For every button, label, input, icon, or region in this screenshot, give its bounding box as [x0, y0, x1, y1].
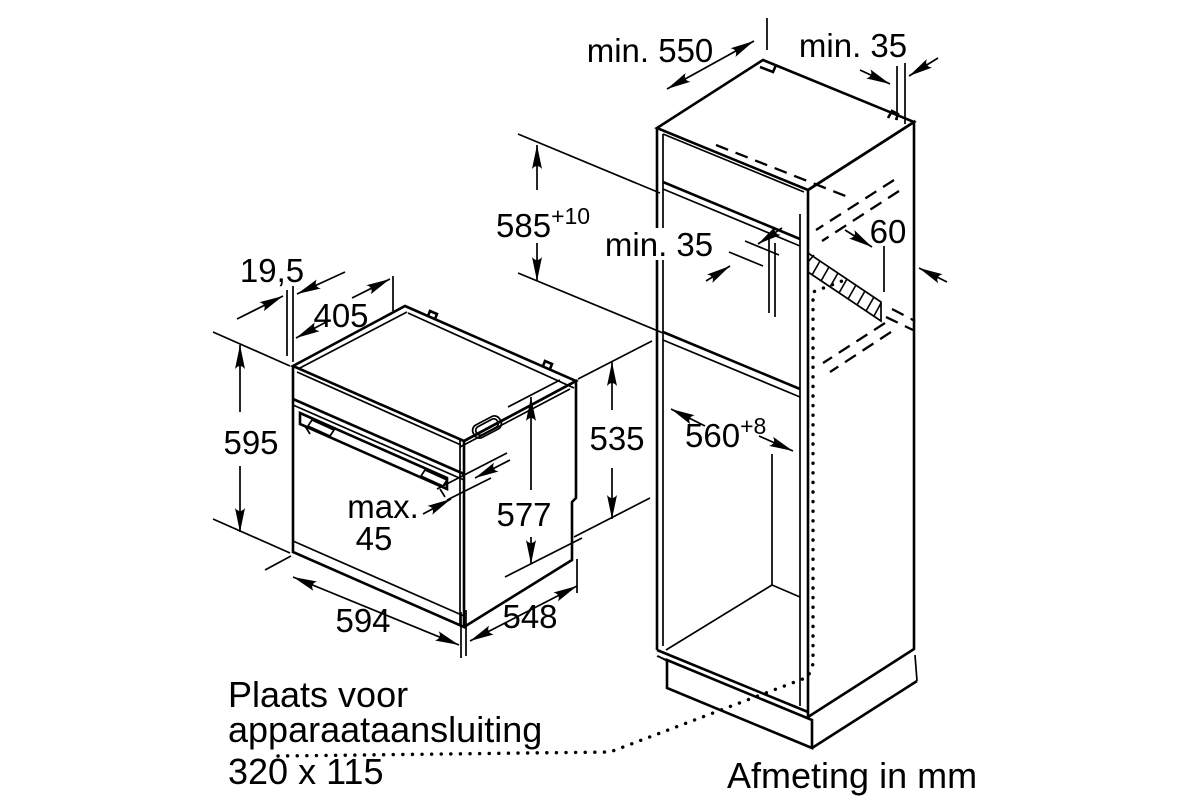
vent-hatch-strip: [807, 251, 882, 323]
dim-handle-clearance: [422, 452, 511, 515]
dim-niche-depth: [670, 408, 794, 452]
dim-vent-width: [844, 229, 885, 292]
units-note: Afmeting in mm: [727, 755, 977, 796]
dim-rear-shelf-gap: [705, 226, 783, 283]
label-oven-width: 594: [335, 602, 390, 639]
label-vent-width: 60: [870, 213, 907, 250]
dim-top-depth: [666, 18, 768, 90]
connection-note-line1: Plaats voor: [228, 674, 408, 715]
dim-niche-height: [517, 133, 664, 334]
connection-note-line2: apparaataansluiting: [228, 709, 542, 750]
label-backing: [598, 228, 720, 260]
label-handle-clearance: max.: [347, 488, 419, 525]
oven-dimensions: [212, 271, 653, 658]
oven-drawing: [290, 304, 579, 629]
label-oven-height: 595: [223, 424, 278, 461]
label-body-depth: 535: [589, 420, 644, 457]
connection-note-line3: 320 x 115: [228, 751, 383, 792]
cabinet-dimensions: [517, 18, 948, 452]
hidden-edges: [715, 143, 916, 373]
dim-top-recess: [295, 276, 394, 339]
dim-body-depth: [573, 340, 653, 538]
dim-width: [264, 555, 467, 658]
label-top-depth: min. 550: [587, 32, 714, 69]
dim-base-depth: [469, 559, 578, 642]
cabinet-plinth: [657, 654, 918, 750]
dim-height: [212, 331, 291, 554]
side-panel-pointer-arrow: [918, 267, 948, 284]
label-niche-height: 585+10: [496, 203, 590, 244]
label-top-recess: 405: [313, 297, 368, 334]
label-base-depth: 548: [502, 598, 557, 635]
dim-door-protrusion: [236, 271, 346, 362]
label-handle-clearance-value: 45: [356, 520, 393, 557]
dim-rear-wall-gap: [859, 57, 939, 124]
side-grip-slot: [471, 415, 503, 439]
label-total-depth: 577: [496, 496, 551, 533]
dim-total-depth: [504, 379, 583, 578]
label-door-protrusion: 19,5: [240, 252, 304, 289]
label-rear-wall-gap: min. 35: [799, 27, 907, 64]
oven-handle: [298, 411, 449, 498]
label-rear-shelf-gap: min. 35: [605, 226, 713, 263]
label-niche-depth: 560+8: [685, 413, 766, 454]
cabinet-drawing: [276, 58, 918, 758]
